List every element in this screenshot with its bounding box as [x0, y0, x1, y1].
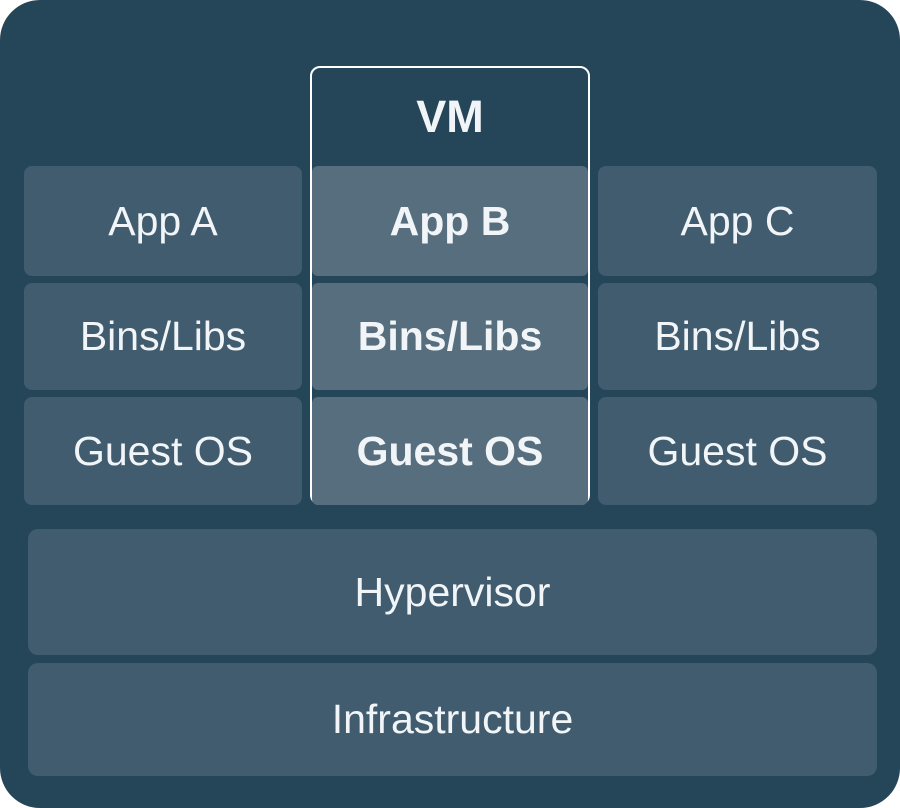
box-guest-os-right: Guest OS — [598, 397, 877, 505]
hypervisor-bar: Hypervisor — [28, 529, 877, 655]
box-bins-libs-left: Bins/Libs — [24, 283, 302, 390]
box-app-b: App B — [312, 166, 588, 276]
box-guest-os-vm: Guest OS — [312, 397, 588, 505]
box-bins-libs-vm: Bins/Libs — [312, 283, 588, 390]
box-bins-libs-right: Bins/Libs — [598, 283, 877, 390]
box-guest-os-left: Guest OS — [24, 397, 302, 505]
infrastructure-bar: Infrastructure — [28, 663, 877, 776]
box-app-a: App A — [24, 166, 302, 276]
box-app-c: App C — [598, 166, 877, 276]
vm-label: VM — [416, 90, 484, 142]
